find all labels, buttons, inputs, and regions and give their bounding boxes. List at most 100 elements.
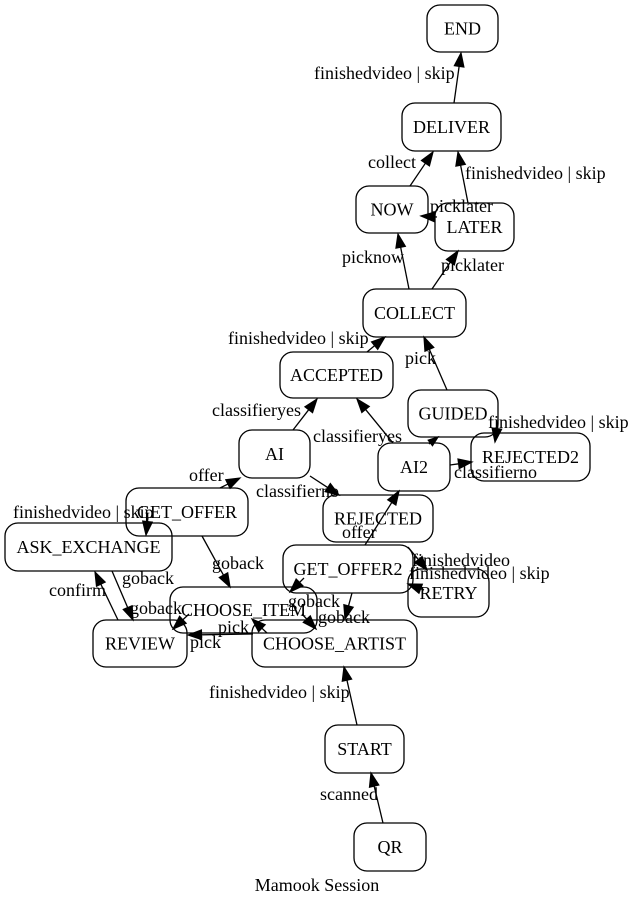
arrowhead-icon (453, 51, 465, 68)
transition-label: picknow (342, 247, 404, 267)
state-node-rejected: REJECTED (322, 494, 434, 543)
state-node-label: DELIVER (413, 117, 490, 137)
transition-get-offer2-to-choose-item: goback (288, 577, 340, 611)
transition-get-offer-to-ask-exchange: finishedvideo | skip (13, 502, 154, 537)
state-node-box (407, 568, 490, 618)
transition-label: pick (405, 348, 436, 368)
transition-line (373, 785, 384, 824)
state-node-box (238, 429, 311, 479)
state-node-ai2: AI2 (377, 442, 451, 492)
state-node-now: NOW (355, 185, 429, 234)
transition-get-offer-to-ai: offer (189, 465, 242, 490)
transition-label: finishedvideo | skip (209, 682, 350, 702)
transition-label: finishedvideo | skip (13, 502, 154, 522)
state-node-label: START (337, 739, 391, 759)
arrowhead-icon (343, 603, 355, 621)
state-node-box (322, 494, 434, 543)
transition-label: finishedvideo | skip (314, 63, 455, 83)
state-node-box (401, 102, 502, 152)
transition-line (428, 349, 448, 391)
state-node-box (426, 4, 499, 53)
transition-line (459, 165, 469, 204)
state-node-accepted: ACCEPTED (279, 351, 394, 399)
arrowhead-icon (141, 520, 154, 537)
state-node-label: GUIDED (419, 404, 488, 424)
state-node-box (377, 442, 451, 492)
arrowhead-icon (355, 397, 371, 414)
transition-line (365, 409, 394, 444)
state-node-label: END (444, 19, 481, 39)
transition-label: pick (190, 632, 221, 652)
state-node-box (470, 432, 591, 482)
transition-label: classifieryes (313, 426, 402, 446)
arrowhead-icon (457, 458, 474, 470)
state-node-box (362, 288, 467, 338)
transition-label: goback (130, 598, 182, 618)
transition-line (182, 613, 190, 621)
transition-review-to-ask-exchange: confirm (49, 570, 119, 621)
state-node-label: GET_OFFER2 (293, 559, 402, 579)
state-node-label: AI2 (400, 457, 428, 477)
state-node-start: START (324, 724, 405, 774)
transition-label: classifieryes (212, 400, 301, 420)
state-node-ask-exchange: ASK_EXCHANGE (4, 522, 173, 572)
transition-ask-exchange-to-review: goback (111, 568, 174, 622)
transition-line (100, 583, 119, 621)
transition-line (292, 409, 310, 431)
transition-line (299, 577, 305, 583)
state-node-rejected2: REJECTED2 (470, 432, 591, 482)
arrowhead-icon (341, 665, 353, 682)
arrowhead-icon (218, 571, 231, 589)
arrowhead-icon (395, 232, 407, 249)
state-node-deliver: DELIVER (401, 102, 502, 152)
state-node-box (279, 351, 394, 399)
transition-line (219, 483, 229, 489)
state-node-get-offer2: GET_OFFER2 (282, 544, 414, 594)
transition-choose-item-to-review: goback (130, 598, 190, 631)
transition-line (400, 247, 410, 290)
transition-label: confirm (49, 580, 106, 600)
arrowhead-icon (455, 150, 467, 167)
state-node-label: CHOOSE_ARTIST (263, 634, 406, 654)
transition-ai-to-accepted: classifieryes (212, 397, 319, 431)
state-node-choose-item: CHOOSE_ITEM (169, 586, 318, 634)
arrowhead-icon (368, 771, 380, 789)
transition-later-to-deliver: finishedvideo | skip (455, 150, 606, 204)
state-node-collect: COLLECT (362, 288, 467, 338)
state-node-label: REVIEW (105, 634, 175, 654)
arrowhead-icon (420, 150, 435, 167)
transition-get-offer2-to-choose-artist: goback (318, 592, 370, 627)
arrowhead-icon (302, 614, 318, 631)
transition-start-to-choose-artist: finishedvideo | skip (209, 665, 358, 726)
transition-collect-to-later: picklater (431, 249, 504, 290)
transition-accepted-to-collect: finishedvideo | skip (228, 328, 387, 353)
transition-line (364, 502, 393, 546)
state-node-box (125, 487, 249, 537)
transition-label: goback (318, 607, 370, 627)
arrowhead-icon (445, 249, 460, 266)
arrowhead-icon (224, 477, 242, 490)
graph-title: Mamook Session (255, 875, 380, 895)
transition-line (201, 535, 225, 576)
transition-label: finishedvideo | skip (488, 412, 629, 432)
transition-label: pick (218, 617, 249, 637)
arrowhead-icon (171, 615, 188, 631)
transition-line (346, 680, 358, 726)
transition-label: picklater (441, 255, 504, 275)
state-node-box (434, 202, 515, 252)
transition-label: goback (288, 591, 340, 611)
transition-deliver-to-end: finishedvideo | skip (314, 51, 465, 104)
state-node-box (4, 522, 173, 572)
transition-label: classifierno (256, 481, 339, 501)
state-node-box (169, 586, 318, 634)
arrowhead-icon (288, 578, 304, 594)
state-node-box (282, 544, 414, 594)
transition-line (146, 516, 149, 522)
arrowhead-icon (413, 555, 429, 572)
transition-guided-to-collect: pick (405, 335, 448, 391)
transition-line (201, 633, 254, 636)
state-node-qr: QR (353, 822, 427, 872)
